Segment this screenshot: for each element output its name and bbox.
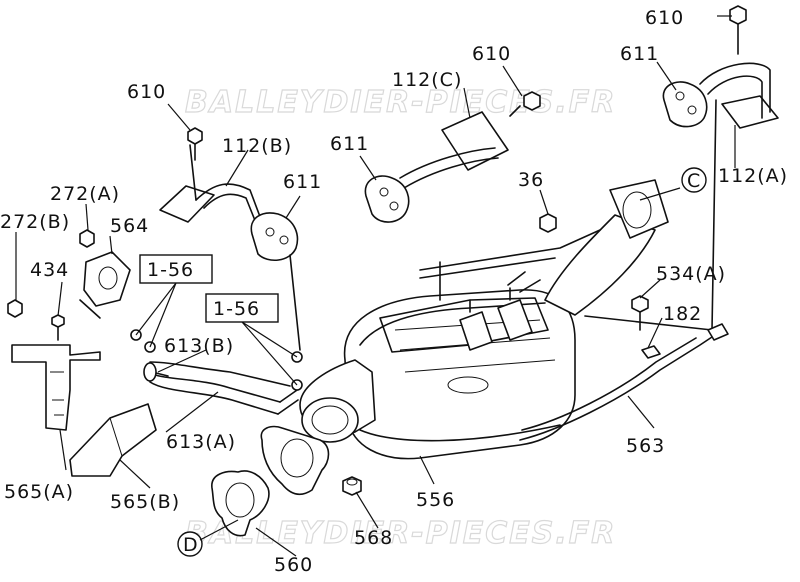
ref-box-1-56-b[interactable]: 1-56: [205, 293, 279, 323]
ref-box-1-56-a[interactable]: 1-56: [139, 254, 213, 284]
bolt-610-right[interactable]: [729, 5, 747, 55]
hanger-112C[interactable]: [399, 111, 509, 189]
svg-text:1-56: 1-56: [147, 259, 194, 281]
label-112A: 112(A): [718, 165, 788, 187]
bracket-565A[interactable]: [11, 344, 101, 431]
label-564: 564: [110, 215, 149, 237]
svg-text:C: C: [687, 170, 701, 192]
bolt-610-mid[interactable]: [509, 91, 541, 117]
nut-36[interactable]: [539, 213, 557, 233]
pipe-613[interactable]: [143, 361, 301, 415]
watermark-top: BALLEYDIER-PIECES.FR: [185, 85, 616, 120]
rubber-mount-611-mid[interactable]: [364, 175, 410, 223]
tube-upper-2: [419, 257, 556, 279]
svg-text:D: D: [183, 534, 199, 556]
label-610-left: 610: [127, 81, 166, 103]
sensor-182[interactable]: [641, 345, 661, 359]
label-36: 36: [518, 169, 544, 191]
leader-lines: [15, 15, 736, 557]
hanger-564[interactable]: [79, 251, 131, 319]
callout-C[interactable]: C: [681, 167, 707, 193]
label-182: 182: [663, 303, 702, 325]
bolt-534A[interactable]: [631, 295, 649, 331]
nut-272B[interactable]: [7, 299, 23, 318]
label-272A: 272(A): [50, 183, 120, 205]
rubber-mount-611-left[interactable]: [250, 212, 301, 351]
label-610-top-right: 610: [645, 7, 684, 29]
label-610-mid: 610: [472, 43, 511, 65]
label-112B: 112(B): [222, 135, 292, 157]
nut-568[interactable]: [342, 476, 362, 496]
label-565A: 565(A): [4, 481, 74, 503]
hanger-112B[interactable]: [159, 144, 263, 229]
sensor-pipe-563[interactable]: [519, 323, 729, 441]
label-611-mid: 611: [330, 133, 369, 155]
label-112C: 112(C): [392, 69, 462, 91]
front-flange[interactable]: [260, 425, 330, 496]
nut-272A[interactable]: [79, 229, 95, 248]
label-563: 563: [626, 435, 665, 457]
label-568: 568: [354, 527, 393, 549]
catalytic-converter-556[interactable]: [299, 179, 669, 460]
label-534A: 534(A): [656, 263, 726, 285]
label-611-top-right: 611: [620, 43, 659, 65]
label-560: 560: [274, 554, 313, 576]
bolt-610-left[interactable]: [187, 127, 203, 161]
rubber-mount-611-right[interactable]: [662, 81, 708, 128]
callout-D[interactable]: D: [177, 531, 203, 557]
gasket-560[interactable]: [211, 470, 270, 537]
label-611-left: 611: [283, 171, 322, 193]
heat-shield-565B[interactable]: [69, 403, 157, 477]
watermark-bottom: BALLEYDIER-PIECES.FR: [185, 516, 616, 551]
svg-text:1-56: 1-56: [213, 298, 260, 320]
label-565B: 565(B): [110, 491, 180, 513]
label-272B: 272(B): [0, 211, 70, 233]
tube-upper: [419, 229, 601, 271]
label-556: 556: [416, 489, 455, 511]
bolt-434[interactable]: [51, 314, 65, 341]
label-613B: 613(B): [164, 335, 234, 357]
label-613A: 613(A): [166, 431, 236, 453]
label-434: 434: [30, 259, 69, 281]
